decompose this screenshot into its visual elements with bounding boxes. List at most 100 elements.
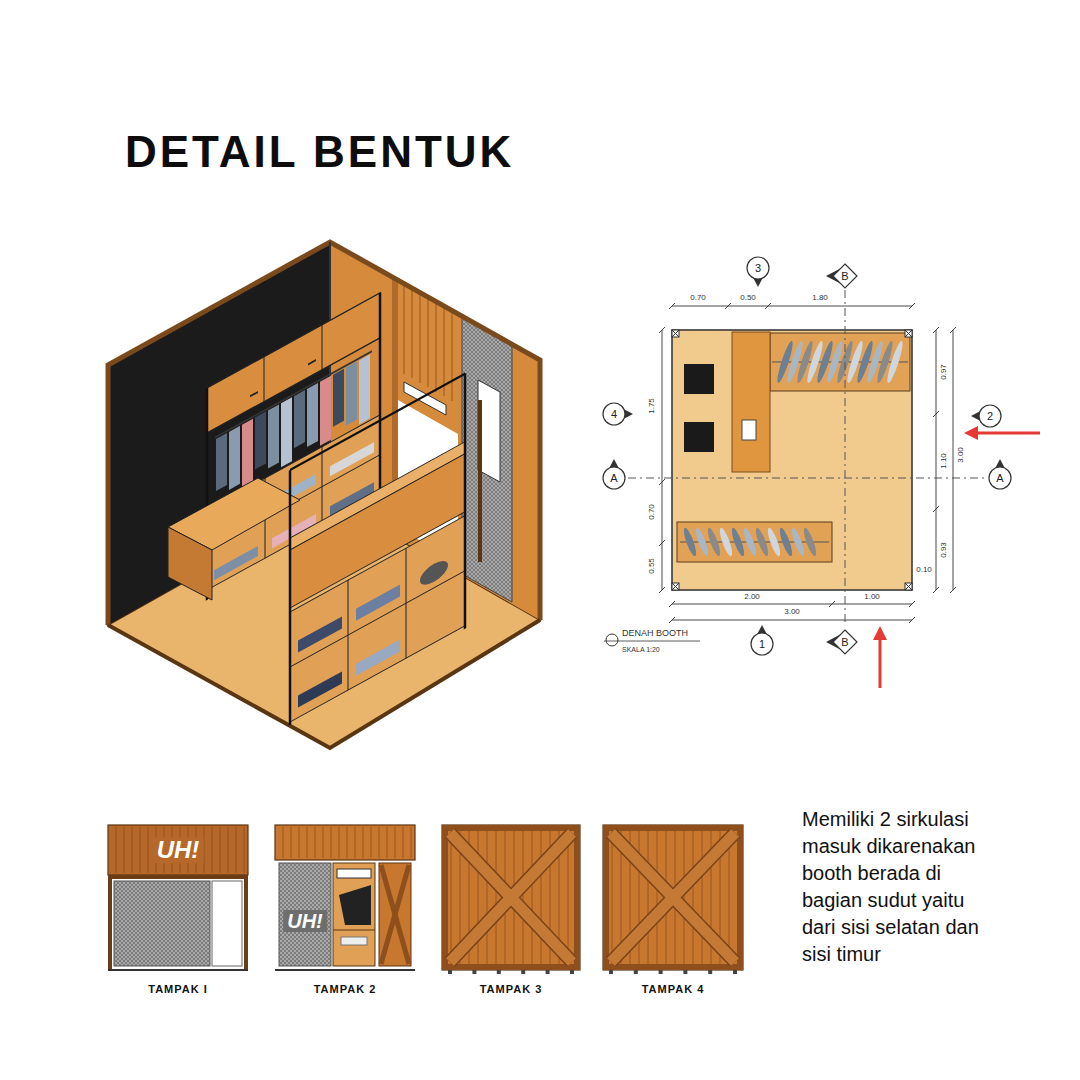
elevation-drawing-part	[108, 825, 248, 875]
elevation-drawing-part	[708, 970, 712, 974]
elevation-drawing-part	[450, 833, 572, 962]
entry-arrows-part	[873, 626, 887, 640]
door-pole	[478, 400, 482, 562]
elevation-label: TAMPAK 3	[442, 984, 580, 995]
elevation-drawing-part	[448, 970, 452, 974]
elevation-drawing-part	[236, 827, 237, 873]
dimension-lines-part	[669, 303, 915, 309]
elevation-drawing-part	[472, 970, 476, 974]
entry-arrows-part	[879, 638, 882, 688]
elevation-drawing-part	[339, 827, 340, 858]
elevation-drawing-part	[381, 865, 409, 964]
wardrobe-part	[346, 362, 357, 426]
marker-label: A	[610, 473, 617, 484]
elevation-drawing-part	[108, 875, 248, 879]
elevation-drawing-part	[337, 869, 371, 878]
floor-plan-part	[672, 330, 912, 590]
floor-plan-part	[684, 422, 714, 452]
elevation-drawing-part	[612, 827, 613, 968]
dimension-label: 0.97	[940, 364, 948, 380]
elevation-panel: TAMPAK 3	[442, 825, 580, 970]
dimension-lines-part	[669, 617, 915, 623]
elevation-drawing-part	[606, 828, 740, 967]
wardrobe-part	[242, 419, 253, 489]
dimension-label: 3.00	[957, 447, 965, 463]
marker-symbol-part	[603, 467, 625, 489]
elevation-drawing-part	[244, 827, 245, 873]
marker-symbol-part	[979, 405, 1001, 427]
corner-posts	[672, 330, 912, 590]
elevation-drawing-part	[611, 833, 735, 962]
wardrobe-part	[320, 376, 331, 446]
counter-part	[290, 374, 465, 470]
wardrobe-part	[294, 390, 305, 448]
section-marker: B	[833, 264, 857, 288]
floor-plan-part	[742, 420, 756, 440]
elevation-drawing-part	[659, 970, 663, 974]
entry-arrows-part	[964, 426, 978, 440]
wardrobe-part	[263, 357, 264, 402]
dimension-label: 0.50	[740, 294, 756, 302]
elevation-drawing-part	[315, 827, 316, 858]
wardrobe-part	[321, 325, 322, 370]
elevation-drawing-part	[333, 930, 375, 931]
section-marker: A	[988, 466, 1012, 490]
plan-hangers-part	[766, 527, 783, 558]
elevation-drawing-part	[611, 833, 735, 962]
wardrobe-part	[333, 369, 344, 427]
elevation-drawing-part	[108, 969, 248, 971]
dimension-label: 0.93	[940, 542, 948, 558]
plan-title: DENAH BOOTH	[622, 629, 688, 638]
dimension-label: 1.75	[648, 398, 656, 414]
counter-part	[289, 470, 292, 725]
elevation-drawing-part	[611, 833, 735, 962]
section-marker: B	[833, 630, 857, 654]
elevation-drawing-part	[347, 827, 348, 858]
marker-symbol-part	[603, 403, 625, 425]
page-title: DETAIL BENTUK	[125, 130, 514, 174]
dimension-label: 3.00	[784, 608, 800, 616]
wardrobe-part	[307, 383, 318, 447]
floor-plan	[604, 290, 987, 646]
elevation-drawing-part	[442, 825, 580, 970]
marker-label: 2	[987, 411, 993, 422]
elevation-drawing	[275, 825, 415, 970]
section-lines-part	[845, 290, 846, 625]
elevation-drawing-part	[371, 827, 372, 858]
elevation-drawing-part	[609, 970, 613, 974]
elevation-drawing-part	[496, 827, 497, 968]
elevation-drawing-part	[279, 863, 331, 966]
plan-title-underline	[604, 641, 700, 642]
elevation-drawing-part	[733, 970, 737, 974]
elevation-drawing-part	[363, 827, 364, 858]
dimension-label: 0.70	[648, 504, 656, 520]
elevation-drawing-part	[124, 827, 125, 873]
elevation-drawing-part	[339, 885, 371, 925]
wardrobe-part	[214, 546, 258, 580]
corner-posts-part	[672, 330, 912, 590]
plan-hangers-part	[682, 527, 699, 558]
wall-planks-part	[428, 297, 429, 387]
elevation-drawing-part	[220, 827, 221, 873]
plan-hangers	[775, 340, 905, 384]
section-marker: 4	[602, 402, 626, 426]
booth-frame	[108, 242, 540, 625]
section-marker: 1	[750, 632, 774, 656]
elevation-drawing-part	[283, 827, 284, 858]
elevation-panel: UH!TAMPAK 2	[275, 825, 415, 970]
elevation-drawing-part	[570, 970, 574, 974]
elevation-drawing-part	[114, 881, 210, 966]
wardrobe-part	[359, 354, 370, 424]
mesh-panel	[462, 316, 512, 602]
dimension-label: 0.10	[916, 566, 932, 574]
elevation-drawing-part	[331, 827, 332, 858]
booth-sign: UH!	[153, 837, 204, 863]
elevation-drawing-part	[379, 863, 411, 966]
elevation-drawing-part	[228, 827, 229, 873]
entry-arrows-part	[976, 432, 1040, 435]
section-marker: 3	[746, 256, 770, 280]
elevation-drawing-part	[532, 827, 533, 968]
dimension-lines-part	[933, 327, 939, 593]
elevation-drawing-part	[657, 827, 658, 968]
marker-label: B	[841, 637, 848, 648]
